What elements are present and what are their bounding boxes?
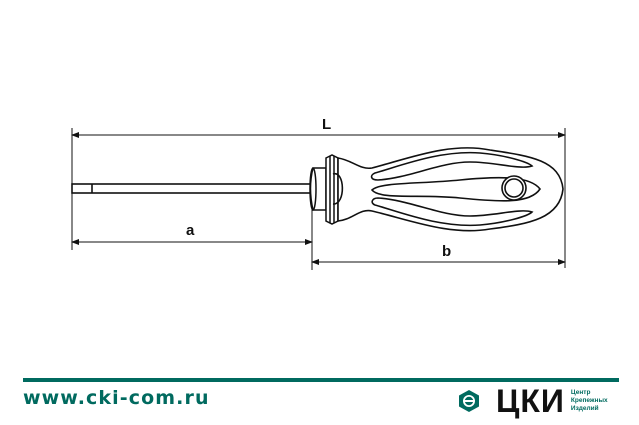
dimension-label-L: L xyxy=(322,116,332,133)
screwdriver-drawing xyxy=(71,128,566,270)
handle xyxy=(332,147,564,232)
logo-subtitle: Центр Крепежных Изделий xyxy=(571,389,608,413)
dimension-lines xyxy=(71,132,566,265)
footer-divider xyxy=(23,378,619,382)
ferrule xyxy=(309,154,339,225)
logo-subtitle-line: Изделий xyxy=(570,405,599,412)
hexagon-logo-icon xyxy=(459,390,479,412)
company-logo: ЦКИ Центр Крепежных Изделий xyxy=(458,383,608,419)
logo-subtitle-line: Центр xyxy=(570,389,591,396)
dimension-label-a: a xyxy=(186,222,195,239)
logo-wordmark: ЦКИ xyxy=(496,383,565,419)
dimension-label-b: b xyxy=(442,243,452,260)
blade xyxy=(71,183,313,194)
logo-subtitle-line: Крепежных xyxy=(570,397,608,404)
website-link[interactable]: www.cki-com.ru xyxy=(23,387,210,409)
